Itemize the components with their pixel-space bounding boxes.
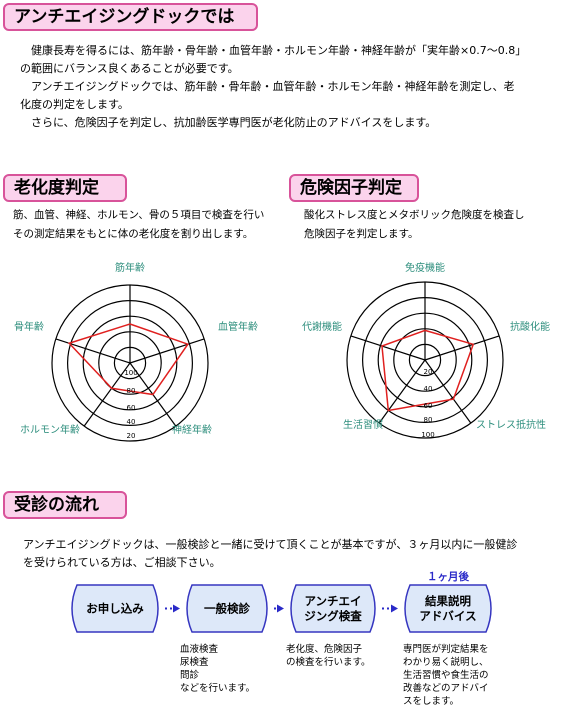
radar-tick-label: 80 <box>127 387 136 395</box>
radar-axis-label: 神経年齢 <box>172 423 212 436</box>
aging-heading: 老化度判定 <box>3 174 127 202</box>
flow-step-label: お申し込み <box>86 602 144 616</box>
flow-step-box <box>186 584 268 633</box>
flow-step-label: 一般検診 <box>204 602 250 616</box>
flow-step-box <box>290 584 376 633</box>
flow-step-label: 結果説明 <box>425 594 471 608</box>
radar-axis-label: 筋年齢 <box>115 261 145 274</box>
radar-tick-label: 100 <box>124 369 137 377</box>
intro-line: 化度の判定をします。 <box>20 98 129 111</box>
radar-tick-label: 80 <box>424 416 433 424</box>
step-note-antiaging: 老化度、危険因子の検査を行います。 <box>286 644 371 668</box>
flow-step-2: 一般検診 <box>186 584 284 633</box>
radar-tick-label: 100 <box>421 431 434 439</box>
flow-desc-line: を受けられている方は、ご相談下さい。 <box>23 556 221 569</box>
radar-axis-label: 血管年齢 <box>218 320 258 333</box>
radar-tick-label: 40 <box>127 418 136 426</box>
radar-spoke <box>378 359 426 424</box>
risk-desc-line: 酸化ストレス度とメタボリック危険度を検査し <box>304 209 525 221</box>
radar-spoke <box>424 335 500 361</box>
flow-step-label: ジング検査 <box>304 609 362 623</box>
risk-desc-line: 危険因子を判定します。 <box>304 228 419 240</box>
radar-tick-label: 60 <box>424 402 433 410</box>
intro-line: さらに、危険因子を判定し、抗加齢医学専門医が老化防止のアドバイスをします。 <box>20 116 437 129</box>
flow-heading: 受診の流れ <box>3 491 127 519</box>
flow-step-box <box>404 584 492 633</box>
radar-axis-label: ストレス抵抗性 <box>476 418 546 431</box>
radar-axis-label: 代謝機能 <box>302 320 342 333</box>
intro-line: の範囲にバランス良くあることが必要です。 <box>20 62 239 75</box>
radar-axis-label: 免疫機能 <box>405 261 445 274</box>
one-month-later-label: １ヶ月後 <box>427 570 469 583</box>
radar-spoke <box>350 335 426 361</box>
flow-step-1: お申し込み <box>71 584 180 633</box>
radar-spoke <box>83 362 131 427</box>
radar-axis-label: ホルモン年齢 <box>20 423 80 436</box>
aging-desc-line: その測定結果をもとに体の老化度を割り出します。 <box>13 228 254 240</box>
risk-heading: 危険因子判定 <box>289 174 419 202</box>
radar-tick-label: 60 <box>127 404 136 412</box>
intro-line: 健康長寿を得るには、筋年齢・骨年齢・血管年齢・ホルモン年齢・神経年齢が「実年齢×… <box>20 44 527 57</box>
step-note-result: 専門医が判定結果をわかり易く説明し、生活習慣や食生活の改善などのアドバイスをしま… <box>403 644 489 707</box>
flow-arrowhead <box>391 604 398 613</box>
flow-step-label: アンチエイ <box>304 594 361 608</box>
radar-axis-label: 骨年齢 <box>14 320 44 333</box>
radar-tick-label: 20 <box>424 368 433 376</box>
main-heading: アンチエイジングドックでは <box>3 3 258 31</box>
flow-desc-line: アンチエイジングドックは、一般検診と一緒に受けて頂くことが基本ですが、３ヶ月以内… <box>23 538 518 551</box>
radar-spoke <box>129 338 205 364</box>
radar-series <box>381 329 475 412</box>
flow-arrowhead <box>173 604 180 613</box>
flow-step-box <box>71 584 159 633</box>
radar-spoke <box>424 359 472 424</box>
flow-step-label: アドバイス <box>419 609 476 623</box>
radar-series <box>67 323 190 396</box>
intro-line: アンチエイジングドックでは、筋年齢・骨年齢・血管年齢・ホルモン年齢・神経年齢を測… <box>20 80 515 93</box>
step-note-general: 血液検査尿検査問診などを行います。 <box>180 644 256 694</box>
radar-axis-label: 抗酸化能 <box>510 320 550 333</box>
radar-tick-label: 40 <box>424 385 433 393</box>
aging-desc-line: 筋、血管、神経、ホルモン、骨の５項目で検査を行い <box>13 209 265 221</box>
flow-arrowhead <box>277 604 284 613</box>
radar-axis-label: 生活習慣 <box>343 418 383 431</box>
radar-tick-label: 20 <box>127 432 136 440</box>
